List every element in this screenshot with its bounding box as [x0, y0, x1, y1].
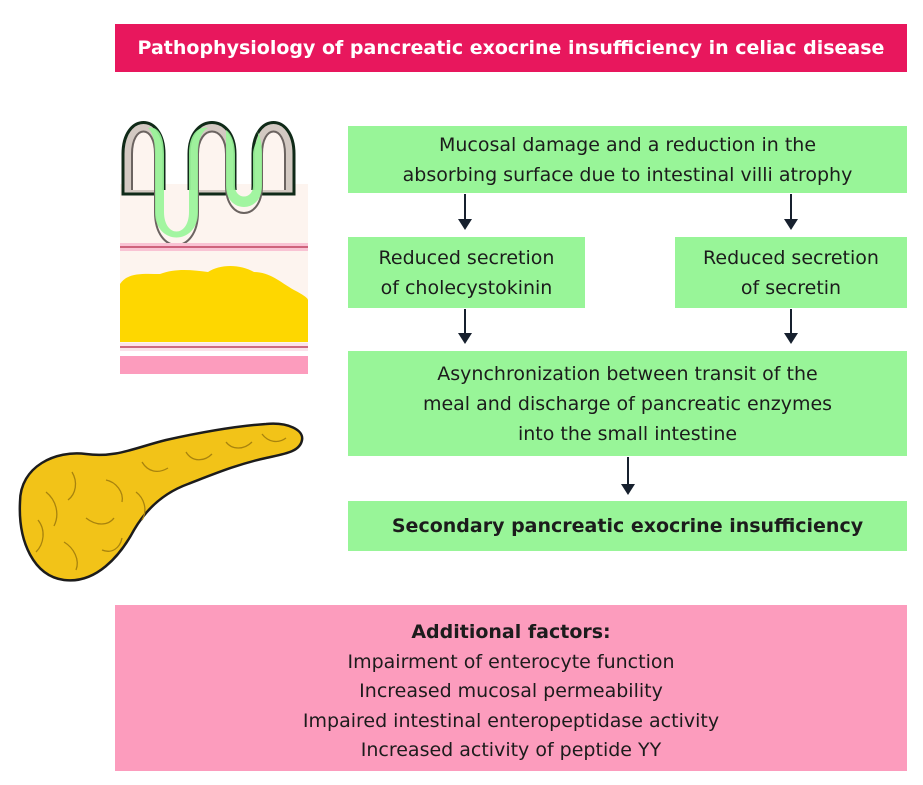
secretin-text: Reduced secretion of secretin [703, 246, 879, 299]
secondary-pei-text: Secondary pancreatic exocrine insufficie… [391, 515, 864, 537]
asynchronization-text: Asynchronization between transit of the … [422, 362, 833, 445]
arrow-to-secondary-pei [621, 457, 635, 495]
pancreas-illustration [18, 422, 304, 582]
cholecystokinin-text: Reduced secretion of cholecystokinin [378, 246, 555, 299]
arrow-to-secretin [784, 194, 798, 230]
factor-item: Impaired intestinal enteropeptidase acti… [302, 709, 720, 732]
additional-factors-heading: Additional factors: [411, 621, 611, 643]
cholecystokinin-box: Reduced secretion of cholecystokinin [348, 237, 585, 308]
factor-item: Impairment of enterocyte function [347, 650, 675, 673]
mucosal-damage-box: Mucosal damage and a reduction in the ab… [348, 126, 907, 193]
secondary-pei-box: Secondary pancreatic exocrine insufficie… [348, 501, 907, 551]
mucosal-damage-text: Mucosal damage and a reduction in the ab… [402, 133, 853, 186]
title-text: Pathophysiology of pancreatic exocrine i… [137, 37, 885, 59]
intestinal-villi-illustration [120, 121, 308, 374]
diagram-title: Pathophysiology of pancreatic exocrine i… [115, 24, 907, 72]
asynchronization-box: Asynchronization between transit of the … [348, 351, 907, 456]
additional-factors-panel: Additional factors: Impairment of entero… [115, 605, 907, 771]
factor-item: Increased activity of peptide YY [360, 739, 662, 761]
arrow-to-cholecystokinin [458, 194, 472, 230]
factor-item: Increased mucosal permeability [359, 680, 663, 702]
arrow-cholecystokinin-to-async [458, 309, 472, 344]
secretin-box: Reduced secretion of secretin [675, 237, 907, 308]
arrow-secretin-to-async [784, 309, 798, 344]
